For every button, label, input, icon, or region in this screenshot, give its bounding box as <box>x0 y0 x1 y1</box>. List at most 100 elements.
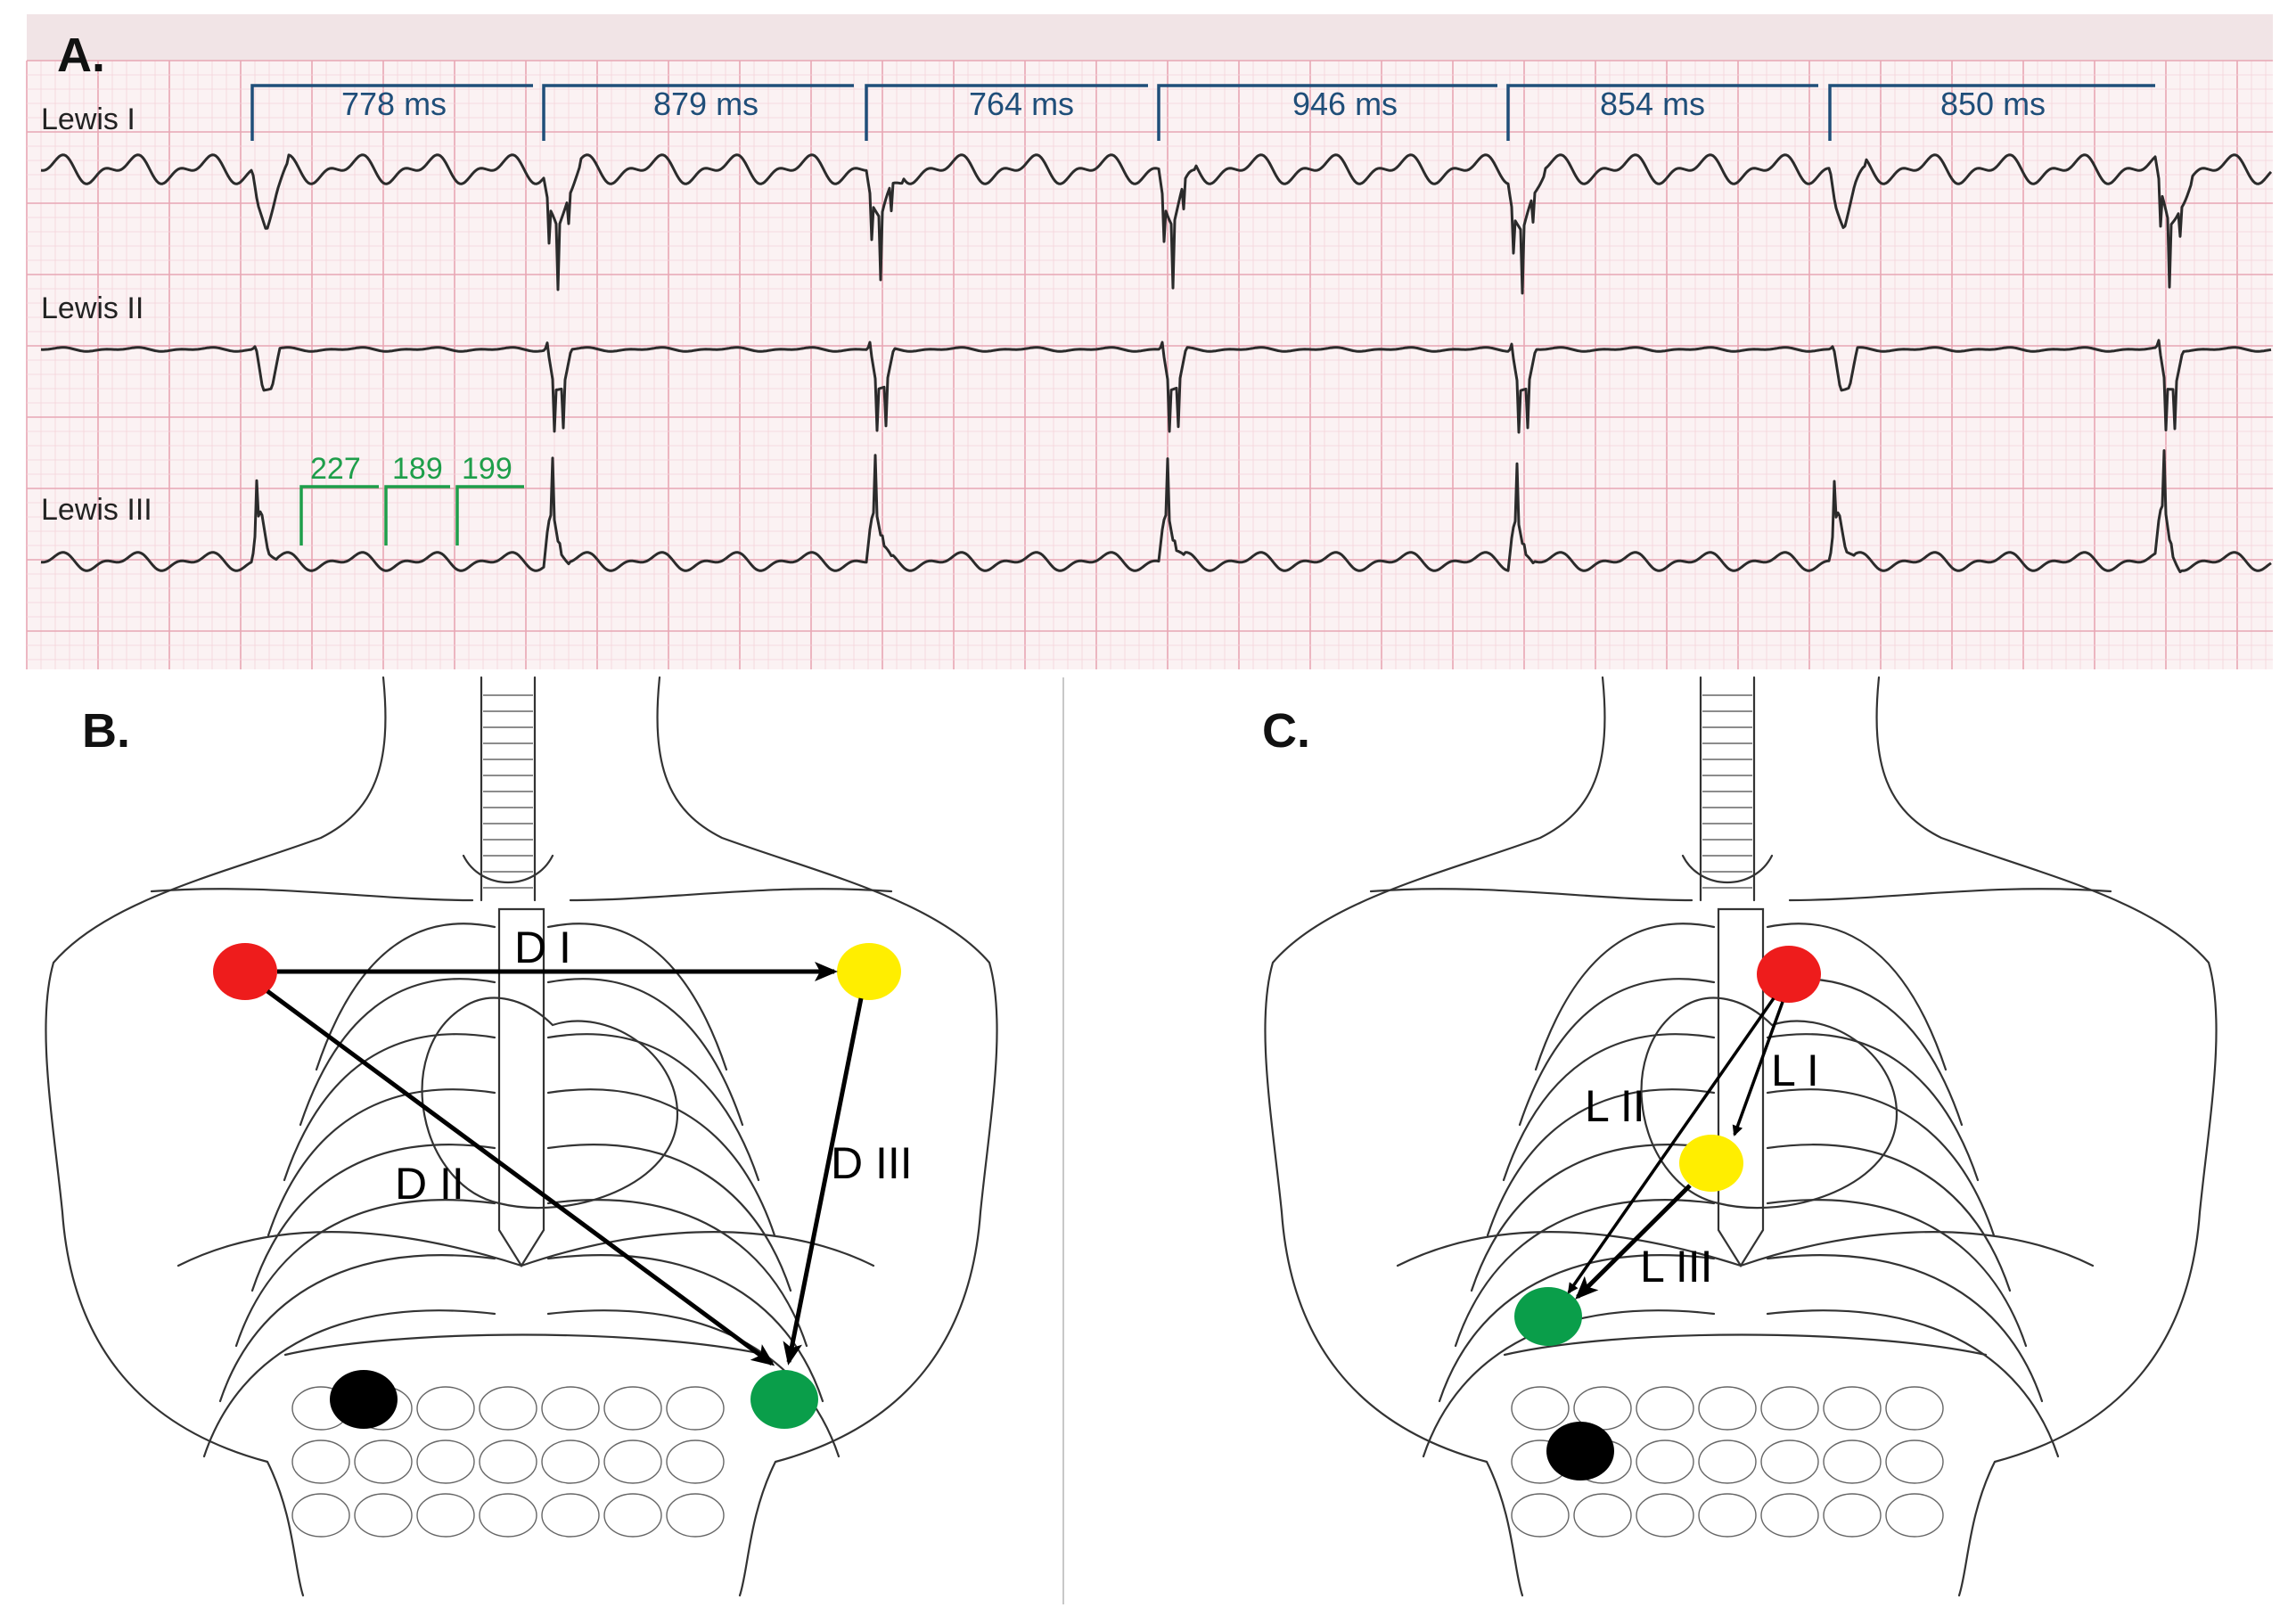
lead-vector-d-ii <box>266 988 775 1366</box>
sternum <box>1717 907 1765 1268</box>
rib-right <box>546 1088 776 1237</box>
rr-bracket-1 <box>250 84 533 141</box>
ecg-trace-3 <box>40 449 2272 574</box>
lead-vector-d-iii <box>783 997 864 1366</box>
clavicle-right <box>569 888 893 902</box>
ecg-trace-1 <box>40 153 2273 295</box>
electrode-green <box>1514 1287 1582 1346</box>
rib-left <box>202 1309 496 1458</box>
panel-a-label: A. <box>57 29 105 82</box>
lead-label-lewis-i: Lewis I <box>41 103 135 136</box>
rib-left <box>250 1144 496 1292</box>
intestine-loop <box>1636 1493 1694 1538</box>
p-interval-3: 199 <box>462 452 513 486</box>
p-bracket-1 <box>299 485 379 545</box>
rib-left <box>1486 1088 1716 1237</box>
p-interval-2: 189 <box>392 452 443 486</box>
lead-vector-l-ii <box>1567 997 1775 1294</box>
intestine-loop <box>603 1493 662 1538</box>
intestine-loop <box>666 1493 725 1538</box>
lead-label-d-ii: D II <box>395 1159 464 1209</box>
rib-right <box>546 923 728 1071</box>
rr-interval-6: 850 ms <box>1940 86 2046 122</box>
intestine-loop <box>1823 1386 1882 1431</box>
rib-left <box>1422 1309 1716 1458</box>
rib-left <box>1454 1199 1716 1348</box>
rr-bracket-2 <box>542 84 854 141</box>
rr-interval-5: 854 ms <box>1600 86 1705 122</box>
rib-right <box>546 1033 760 1182</box>
intestine-loop <box>541 1386 600 1431</box>
trachea <box>462 676 554 902</box>
trachea <box>1681 676 1774 902</box>
intestine-loop <box>1885 1386 1944 1431</box>
lead-label-l-i: L I <box>1771 1046 1819 1095</box>
lead-vector-l-iii <box>1575 1184 1692 1300</box>
intestine-loop <box>479 1493 537 1538</box>
electrode-yellow <box>1679 1135 1743 1192</box>
rib-right <box>1766 923 1948 1071</box>
diaphragm <box>1396 1231 2095 1267</box>
colon <box>283 1333 768 1357</box>
rib-left <box>1470 1144 1716 1292</box>
rr-bracket-6 <box>1828 84 2155 141</box>
panel-a: A. Lewis I Lewis II Lewis III 778 ms 879… <box>26 14 2273 669</box>
p-interval-1: 227 <box>310 452 361 486</box>
rib-right <box>546 978 744 1127</box>
electrode-red <box>213 943 277 1000</box>
heart-outline <box>421 997 679 1210</box>
clavicle-right <box>1788 888 2112 902</box>
intestine-loop <box>1760 1386 1819 1431</box>
intestine-loop <box>354 1493 413 1538</box>
intestine-loop <box>666 1439 725 1484</box>
rib-left <box>299 978 496 1127</box>
rib-left <box>267 1088 496 1237</box>
rib-right <box>1766 1088 1996 1237</box>
intestine-loop <box>1511 1386 1570 1431</box>
intestine-loop <box>1823 1493 1882 1538</box>
ecg-trace-2 <box>40 339 2272 434</box>
p-bracket-2 <box>384 485 450 545</box>
intestine-loop <box>1760 1439 1819 1484</box>
lead-label-lewis-iii: Lewis III <box>41 493 152 527</box>
ecg-traces <box>40 153 2273 574</box>
rr-bracket-5 <box>1506 84 1818 141</box>
intestine-loop <box>1823 1439 1882 1484</box>
intestine-loop <box>1573 1493 1632 1538</box>
rr-bracket-4 <box>1157 84 1497 141</box>
lead-label-l-ii: L II <box>1585 1081 1645 1131</box>
diaphragm <box>176 1231 875 1267</box>
colon <box>1503 1333 1988 1357</box>
intestine-loop <box>1636 1439 1694 1484</box>
intestine-loop <box>603 1386 662 1431</box>
body-outline-right <box>1875 676 2218 1597</box>
lead-vector-l-i <box>1732 1001 1784 1136</box>
intestine-loop <box>1885 1439 1944 1484</box>
rib-left <box>1438 1254 1716 1403</box>
rr-bracket-3 <box>865 84 1148 141</box>
electrode-black <box>330 1370 398 1429</box>
torso-illustration <box>45 676 998 1597</box>
rib-left <box>1534 923 1716 1071</box>
intestine-loop <box>541 1439 600 1484</box>
body-outline-left <box>1264 676 1606 1597</box>
rib-left <box>1518 978 1716 1127</box>
rib-right <box>1766 1309 2060 1458</box>
panel-b: B. D I D II D III <box>45 676 998 1597</box>
torso-illustration <box>1264 676 2218 1597</box>
intestine-loop <box>1760 1493 1819 1538</box>
p-interval-brackets <box>299 485 524 545</box>
intestine-loop <box>416 1386 475 1431</box>
rr-interval-4: 946 ms <box>1292 86 1398 122</box>
panel-b-label: B. <box>82 704 130 758</box>
lead-label-l-iii: L III <box>1640 1242 1713 1292</box>
intestine-loop <box>416 1439 475 1484</box>
rib-right <box>1766 1199 2028 1348</box>
intestine-loop <box>541 1493 600 1538</box>
body-outline-right <box>656 676 998 1597</box>
rib-left <box>218 1254 496 1403</box>
intestine-loop <box>291 1493 350 1538</box>
rib-right <box>1766 1144 2012 1292</box>
rr-interval-brackets <box>250 84 2155 141</box>
